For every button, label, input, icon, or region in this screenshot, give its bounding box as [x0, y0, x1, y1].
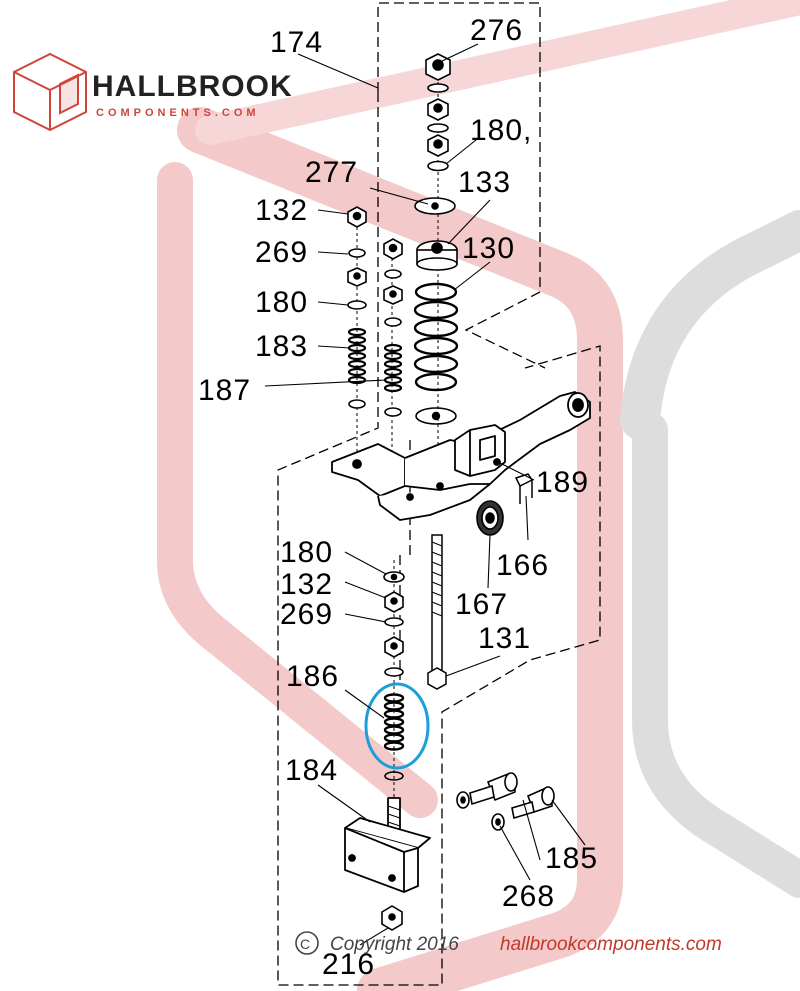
label-189: 189: [536, 466, 589, 499]
label-186: 186: [286, 660, 339, 693]
label-130: 130: [462, 232, 515, 265]
leader-lines: [264, 43, 586, 946]
pin-189: [514, 473, 534, 504]
bracket-184: [344, 797, 431, 893]
label-269-low: 269: [280, 598, 333, 631]
label-183: 183: [255, 330, 308, 363]
label-180-low: 180: [280, 536, 333, 569]
lever-arm: [331, 391, 591, 521]
copyright-symbol: C: [300, 936, 310, 952]
top-nut-stack: [414, 53, 458, 271]
watermark: [157, 0, 800, 991]
label-268: 268: [502, 880, 555, 913]
hallbrook-logo: HALLBROOK COMPONENTS.COM: [13, 52, 293, 132]
washers-268: [456, 791, 505, 831]
label-277: 277: [305, 156, 358, 189]
copyright-text: Copyright 2016: [330, 934, 459, 955]
label-167: 167: [455, 588, 508, 621]
screws-185: [469, 772, 555, 820]
long-bolt: [427, 534, 447, 690]
spring-186: [383, 693, 405, 781]
label-180-left: 180: [255, 286, 308, 319]
label-187: 187: [198, 374, 251, 407]
label-216: 216: [322, 948, 375, 981]
label-174: 174: [270, 26, 323, 59]
label-276: 276: [470, 14, 523, 47]
highlight-circle: [364, 682, 430, 770]
bearing-167: [476, 500, 504, 536]
label-131: 131: [478, 622, 531, 655]
left-stack: [347, 206, 367, 409]
copyright-site: hallbrookcomponents.com: [500, 934, 722, 955]
copyright: C Copyright 2016 hallbrookcomponents.com: [295, 931, 722, 955]
callout-labels: 174 276 180, 277 133 132 130 269 180 183…: [198, 14, 598, 981]
cube-logo-icon: [13, 52, 87, 132]
label-166: 166: [496, 549, 549, 582]
label-132-top: 132: [255, 194, 308, 227]
label-180-top: 180,: [470, 114, 532, 147]
label-269-top: 269: [255, 236, 308, 269]
middle-stack: [383, 238, 403, 417]
label-133: 133: [458, 166, 511, 199]
copyright-icon: [295, 931, 319, 955]
main-spring: [413, 282, 459, 425]
bolt-216: [381, 905, 403, 931]
label-132-low: 132: [280, 568, 333, 601]
logo-name: HALLBROOK: [92, 70, 293, 103]
lower-stack: [383, 571, 405, 677]
label-184: 184: [285, 754, 338, 787]
label-185: 185: [545, 842, 598, 875]
logo-tagline: COMPONENTS.COM: [96, 107, 260, 119]
